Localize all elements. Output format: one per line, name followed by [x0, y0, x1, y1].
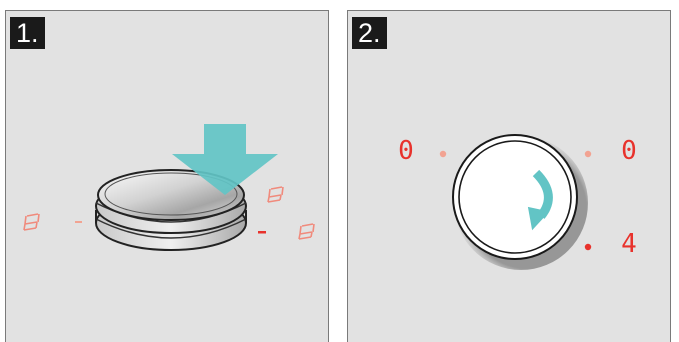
- step-2-illustration: 0 0 4: [398, 134, 637, 270]
- clockwise-arrow-icon: [527, 169, 553, 231]
- indicator-dot: [75, 221, 82, 223]
- indicator-dot: [584, 243, 592, 251]
- display-top-right: 0: [621, 136, 637, 166]
- control-knob: [452, 134, 588, 270]
- indicator-dot: [584, 150, 592, 158]
- step-number-badge: 1.: [10, 17, 45, 49]
- faded-display-lower-right: [298, 223, 315, 240]
- step-2-panel: 2. 0 0 4: [347, 10, 671, 342]
- down-arrow-icon: [172, 124, 278, 195]
- control-knob: [95, 169, 247, 251]
- step-number-badge: 2.: [352, 17, 387, 49]
- display-top-left: 0: [398, 136, 414, 166]
- faded-display-upper-right: [267, 186, 284, 203]
- indicator-dot: [439, 150, 447, 158]
- step-1-panel: 1.: [5, 10, 329, 342]
- display-bottom-right: 4: [621, 229, 637, 259]
- step-1-illustration: [23, 124, 315, 251]
- faded-display-left: [23, 213, 40, 231]
- indicator-dot: [258, 231, 266, 234]
